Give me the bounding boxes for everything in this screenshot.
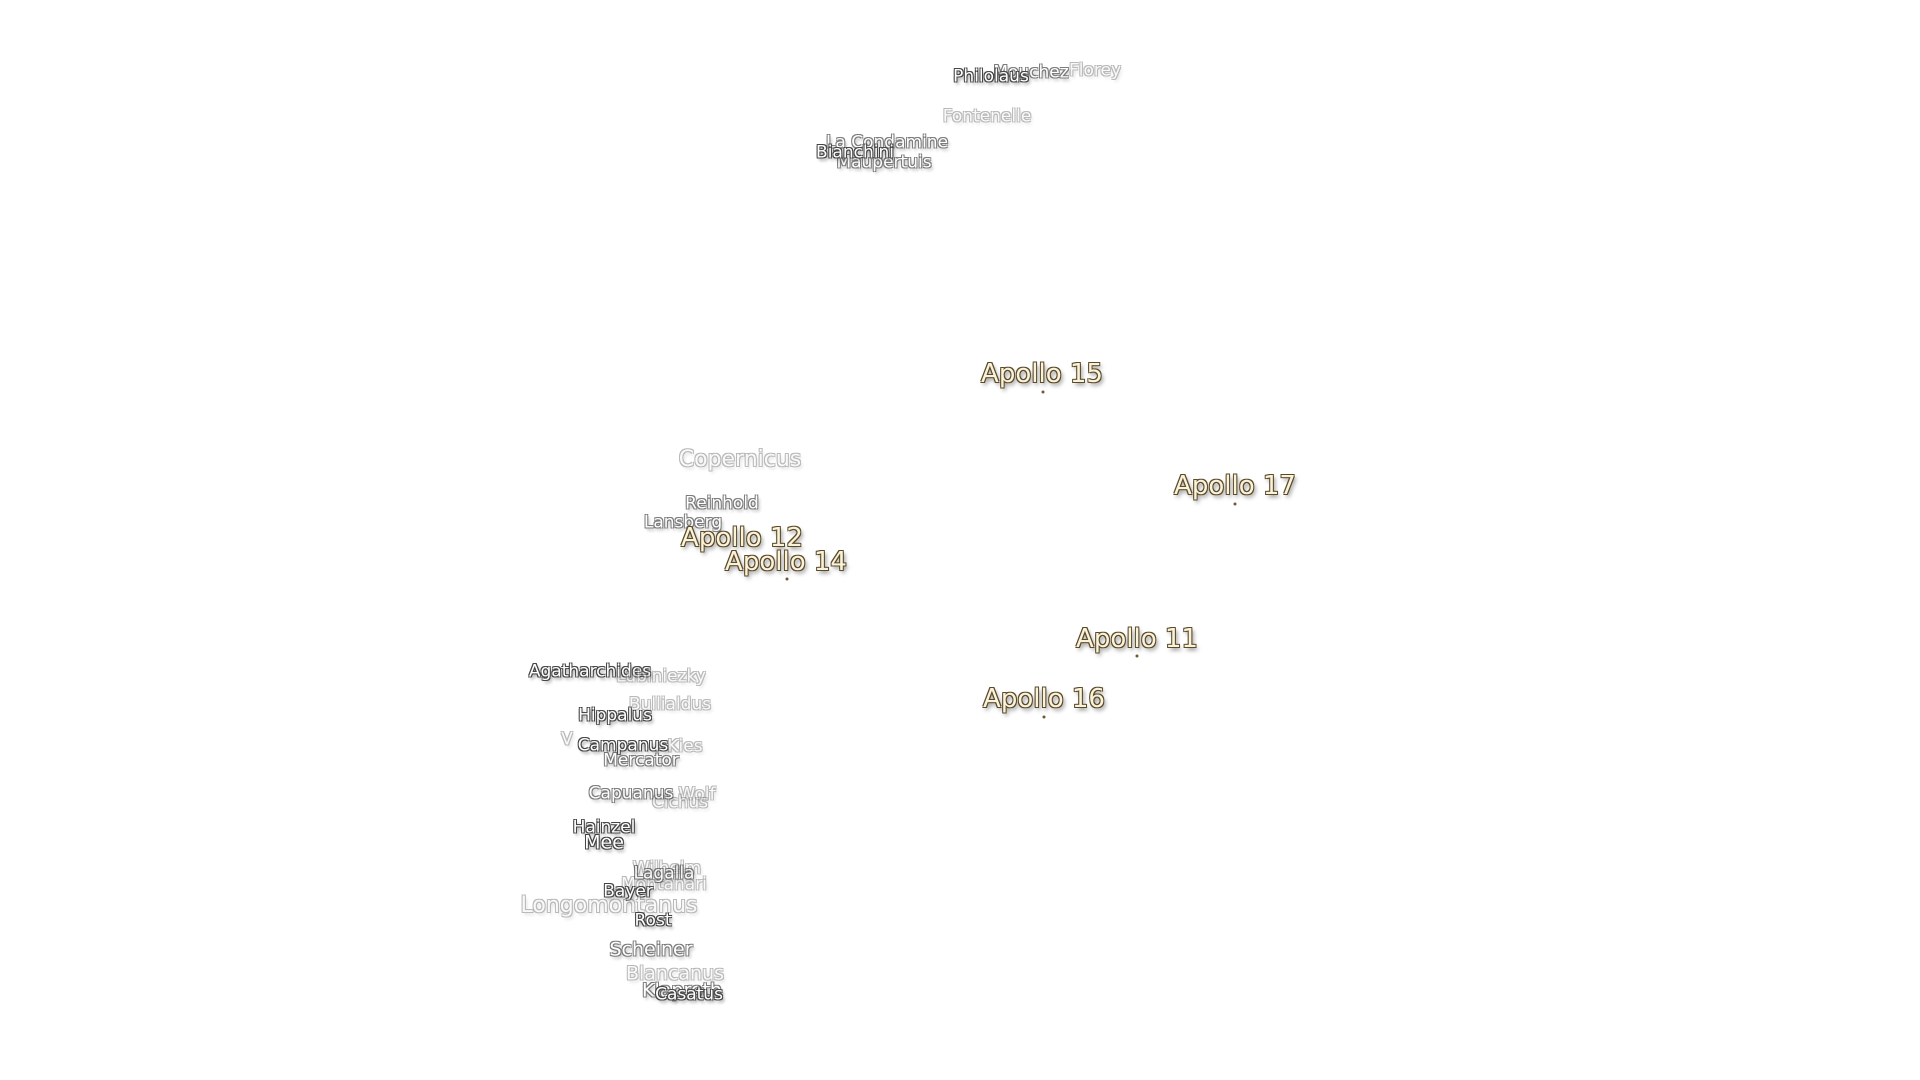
crater-label-copernicus[interactable]: Copernicus: [678, 447, 802, 472]
apollo-15-label[interactable]: Apollo 15: [981, 359, 1103, 389]
crater-label-blancanus[interactable]: Blancanus: [625, 962, 725, 985]
landing-site-marker-apollo-11[interactable]: [1135, 654, 1139, 658]
crater-label-kies[interactable]: Kies: [667, 736, 703, 757]
crater-label-vitello[interactable]: V: [561, 729, 573, 750]
crater-label-philolaus[interactable]: Philolaus: [953, 66, 1029, 87]
crater-label-fontenelle[interactable]: Fontenelle: [942, 106, 1032, 127]
apollo-11-label[interactable]: Apollo 11: [1076, 624, 1198, 654]
crater-label-lansberg[interactable]: Lansberg: [643, 512, 723, 533]
landing-site-marker-apollo-17[interactable]: [1233, 502, 1237, 506]
crater-label-cichus[interactable]: Cichus: [651, 792, 709, 813]
crater-label-scheiner[interactable]: Scheiner: [609, 938, 693, 961]
crater-label-bullialdus[interactable]: Bullialdus: [628, 694, 712, 715]
landing-site-marker-apollo-15[interactable]: [1041, 390, 1045, 394]
crater-label-bayer[interactable]: Bayer: [603, 881, 653, 902]
crater-label-wolf[interactable]: Wolf: [678, 784, 716, 805]
crater-label-montanari[interactable]: Montanari: [621, 874, 707, 895]
landing-site-marker-apollo-14[interactable]: [785, 577, 789, 581]
crater-label-mee[interactable]: Mee: [584, 831, 624, 854]
crater-label-capuanus[interactable]: Capuanus: [588, 783, 674, 804]
crater-label-longomontanus[interactable]: Longomontanus: [520, 893, 698, 918]
crater-label-hippalus[interactable]: Hippalus: [578, 705, 652, 726]
crater-label-la-condamine[interactable]: La Condamine: [825, 132, 949, 153]
crater-label-rost[interactable]: Rost: [634, 910, 672, 931]
crater-label-casatus[interactable]: Casatus: [655, 984, 723, 1005]
crater-label-hainzel[interactable]: Hainzel: [572, 817, 636, 838]
crater-label-campanus[interactable]: Campanus: [577, 735, 669, 756]
crater-label-lubiniezky[interactable]: Lubiniezky: [616, 666, 706, 687]
crater-label-maupertuis[interactable]: Maupertuis: [836, 152, 932, 173]
landing-site-marker-apollo-16[interactable]: [1042, 715, 1046, 719]
crater-label-mouchez[interactable]: Mouchez: [993, 62, 1069, 83]
apollo-16-label[interactable]: Apollo 16: [983, 684, 1105, 714]
apollo-12-label[interactable]: Apollo 12: [681, 523, 803, 553]
apollo-17-label[interactable]: Apollo 17: [1174, 471, 1296, 501]
crater-label-wilhelm[interactable]: Wilhelm: [632, 858, 702, 879]
crater-label-agatharchides[interactable]: Agatharchides: [528, 661, 652, 682]
apollo-14-label[interactable]: Apollo 14: [725, 547, 847, 577]
crater-label-lagalla[interactable]: Lagalla: [633, 863, 695, 884]
crater-label-mercator[interactable]: Mercator: [603, 750, 679, 771]
crater-label-bianchini[interactable]: Bianchini: [816, 142, 894, 163]
crater-label-klaproth[interactable]: Klaproth: [642, 979, 722, 1002]
crater-label-florey[interactable]: Florey: [1068, 60, 1122, 81]
crater-label-reinhold[interactable]: Reinhold: [685, 493, 759, 514]
